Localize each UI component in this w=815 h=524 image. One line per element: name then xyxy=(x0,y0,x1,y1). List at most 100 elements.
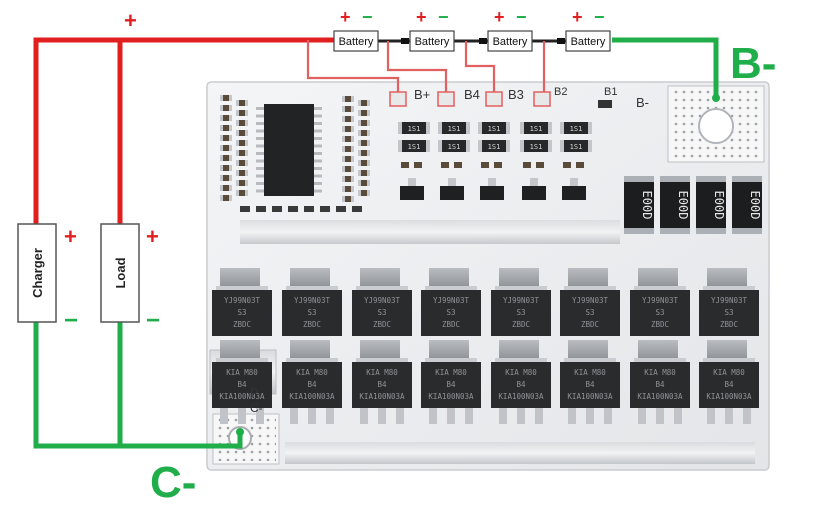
smd-part xyxy=(256,206,266,212)
smd-body xyxy=(236,130,248,136)
diode-lead xyxy=(426,122,430,134)
ic-pin xyxy=(314,189,322,193)
smd-cap xyxy=(358,110,361,116)
smd-cap xyxy=(229,175,232,181)
shunt-body xyxy=(696,176,726,234)
smd-cap xyxy=(351,96,354,102)
battery-minus-mark: − xyxy=(362,7,373,27)
balance-pad xyxy=(389,91,407,107)
mosfet-lead xyxy=(238,408,246,424)
mosfet-lead xyxy=(290,408,298,424)
smd-cap xyxy=(229,155,232,161)
mosfet-marking: YJ99N03T xyxy=(503,296,540,305)
sot-body xyxy=(440,186,464,200)
smd-body xyxy=(240,206,250,212)
mosfet-marking: ZBDC xyxy=(233,320,251,329)
mosfet-body xyxy=(212,362,272,408)
mosfet-tab xyxy=(707,268,747,288)
smd-components xyxy=(220,95,370,212)
mosfet-body xyxy=(699,290,759,336)
smd-cap xyxy=(367,190,370,196)
smd-part xyxy=(220,125,232,131)
ic-pin xyxy=(314,144,322,148)
ic-pin xyxy=(314,152,322,155)
smd-part xyxy=(358,120,370,126)
smd-cap xyxy=(342,176,345,182)
mosfet-lead xyxy=(256,408,264,424)
mosfet-marking: ZBDC xyxy=(303,320,321,329)
smd-body xyxy=(342,96,354,102)
battery-minus-mark: − xyxy=(594,7,605,27)
smd-body xyxy=(236,180,248,186)
mosfet-marking: S3 xyxy=(724,308,733,317)
smd-cap xyxy=(367,120,370,126)
diode-body xyxy=(564,122,588,134)
smd-cap xyxy=(367,150,370,156)
smd-cap xyxy=(351,116,354,122)
sot-tab xyxy=(408,178,416,186)
smd-part xyxy=(304,206,314,212)
mosfet-lead xyxy=(707,408,715,424)
load-box: Load xyxy=(100,223,140,323)
mosfet-tab xyxy=(707,340,747,360)
battery-body xyxy=(487,30,533,52)
smd-cap xyxy=(236,160,239,166)
shunt-marking: E00D xyxy=(676,191,690,220)
smd-part xyxy=(342,96,354,102)
mosfet-lead xyxy=(378,408,386,424)
mosfet-lead xyxy=(586,408,594,424)
smd-body xyxy=(523,162,531,168)
silk-b1: B1 xyxy=(604,86,617,98)
smd-cap xyxy=(342,146,345,152)
mosfet-marking: B4 xyxy=(724,380,734,389)
battery-minus-mark: − xyxy=(438,7,449,27)
diode-marking: 1S1 xyxy=(408,125,421,133)
diode: 1S1 xyxy=(398,122,430,134)
smd-body xyxy=(236,190,248,196)
ic-pin xyxy=(256,122,264,125)
silk-p-minus: P- xyxy=(250,386,262,400)
diode-lead xyxy=(560,122,564,134)
mosfet-body xyxy=(560,362,620,408)
mosfet-marking: KIA100N03A xyxy=(637,392,683,401)
mosfet-marking: KIA M80 xyxy=(505,368,537,377)
smd-cap xyxy=(245,150,248,156)
smd-body xyxy=(342,156,354,162)
sot-body xyxy=(400,186,424,200)
sot-transistor xyxy=(562,162,586,200)
smd-part xyxy=(320,206,330,212)
mosfet-marking: ZBDC xyxy=(512,320,530,329)
mosfet-marking: ZBDC xyxy=(581,320,599,329)
battery-body xyxy=(409,30,455,52)
smd-cap xyxy=(358,150,361,156)
diode-lead xyxy=(478,122,482,134)
diode-marking: 1S1 xyxy=(530,125,543,133)
sot-transistor xyxy=(440,162,464,200)
smd-part xyxy=(220,185,232,191)
smd-body xyxy=(220,185,232,191)
smd-cap xyxy=(236,190,239,196)
diode-marking: 1S1 xyxy=(448,143,461,151)
diode: 1S1 xyxy=(478,122,510,134)
diode-lead xyxy=(506,140,510,152)
ic-pin xyxy=(256,144,264,148)
smd-cap xyxy=(245,180,248,186)
smd-cap xyxy=(367,180,370,186)
smd-body xyxy=(236,100,248,106)
c-minus-wire xyxy=(33,322,243,449)
mosfet-lead xyxy=(447,408,455,424)
ic-pin xyxy=(314,159,322,163)
smd-part xyxy=(240,206,250,212)
smd-cap xyxy=(367,140,370,146)
smd-cap xyxy=(358,160,361,166)
diode: 1S1 xyxy=(560,140,592,152)
diode-lead xyxy=(548,122,552,134)
diode-marking: 1S1 xyxy=(570,143,583,151)
silk-b2: B2 xyxy=(554,86,567,98)
shunt-body xyxy=(624,176,654,234)
diode-body xyxy=(442,122,466,134)
